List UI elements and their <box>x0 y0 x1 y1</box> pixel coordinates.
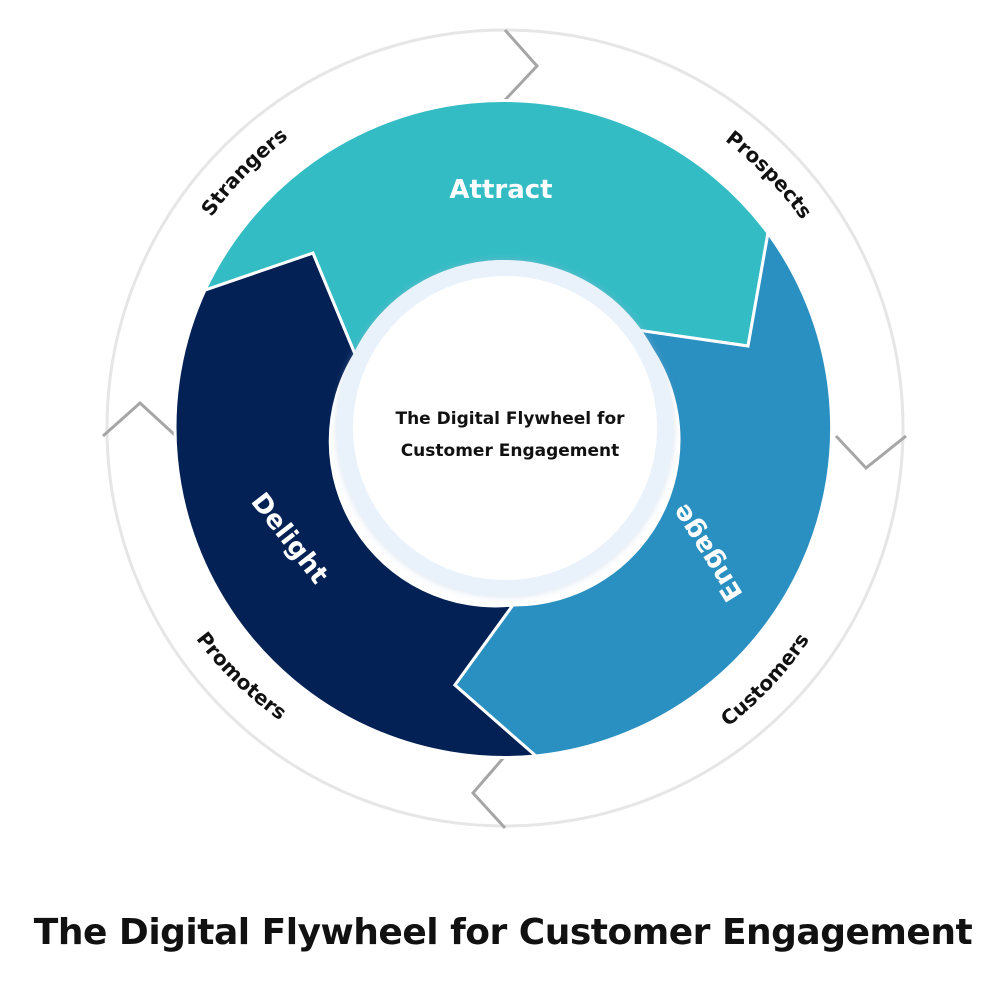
attract-label: Attract <box>449 175 552 205</box>
delight-segment <box>173 251 540 759</box>
connector-right <box>834 434 907 471</box>
engage-segment <box>452 229 834 758</box>
connector-top <box>503 29 540 102</box>
flywheel-diagram: The Digital Flywheel for Customer Engage… <box>102 28 907 830</box>
connector-bottom <box>470 755 507 830</box>
center-title-line2: Customer Engagement <box>401 441 620 461</box>
center-title-line1: The Digital Flywheel for <box>395 409 625 429</box>
page-title: The Digital Flywheel for Customer Engage… <box>33 912 973 953</box>
connector-left <box>102 400 178 438</box>
center-hub <box>353 276 657 580</box>
